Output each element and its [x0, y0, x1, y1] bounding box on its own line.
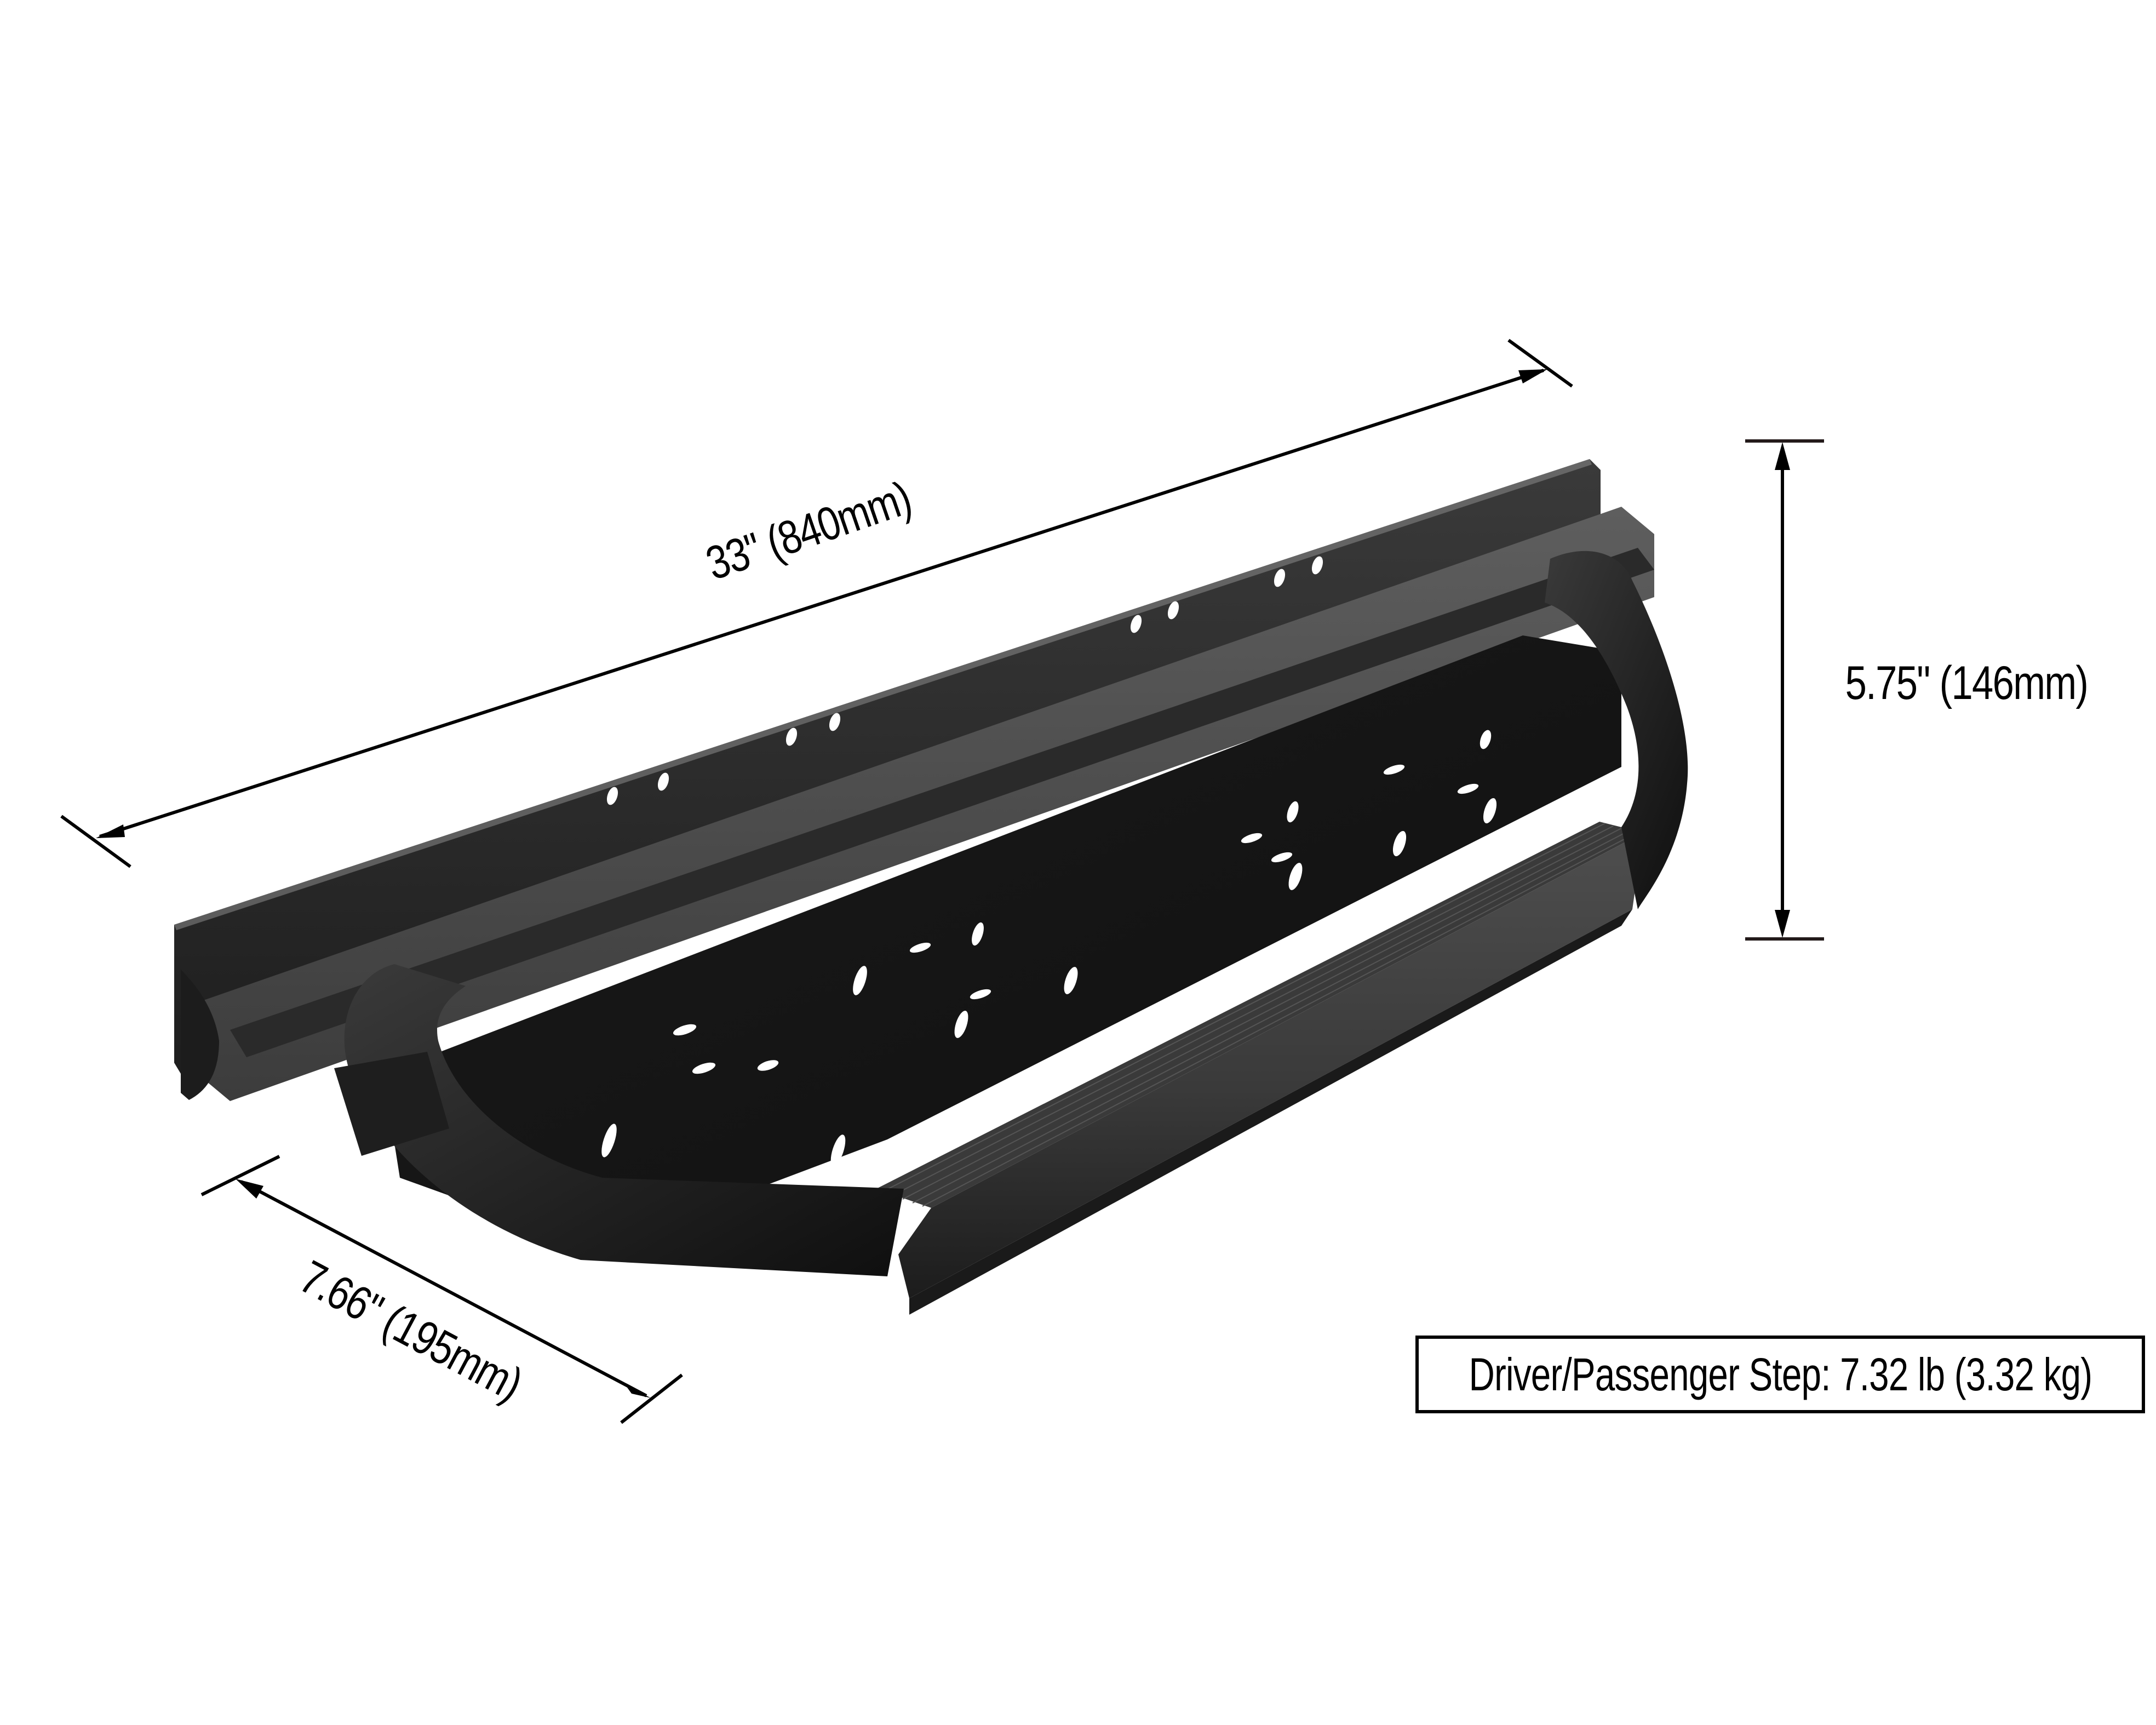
hoop-tube-left	[344, 964, 904, 1276]
step-plate	[383, 635, 1621, 1249]
weight-info-box: Driver/Passenger Step: 7.32 lb (3.32 kg)	[1415, 1336, 2145, 1413]
plate-perforations	[601, 730, 1497, 1166]
rail-end-cap-left	[181, 970, 219, 1100]
tread-ribs	[882, 823, 1638, 1207]
dimension-length-line	[60, 339, 1573, 868]
step-bar-product	[174, 459, 1688, 1315]
dimension-depth-line	[200, 1155, 683, 1424]
mount-bracket-left	[334, 1052, 449, 1156]
mounting-holes	[606, 556, 1323, 805]
dimension-height-label: 5.75" (146mm)	[1845, 657, 2089, 709]
weight-label: Driver/Passenger Step: 7.32 lb (3.32 kg)	[1469, 1348, 2092, 1400]
front-step-bar-face	[898, 833, 1643, 1298]
hoop-tube-right	[1545, 551, 1688, 909]
dimension-height-line	[1745, 439, 1824, 941]
